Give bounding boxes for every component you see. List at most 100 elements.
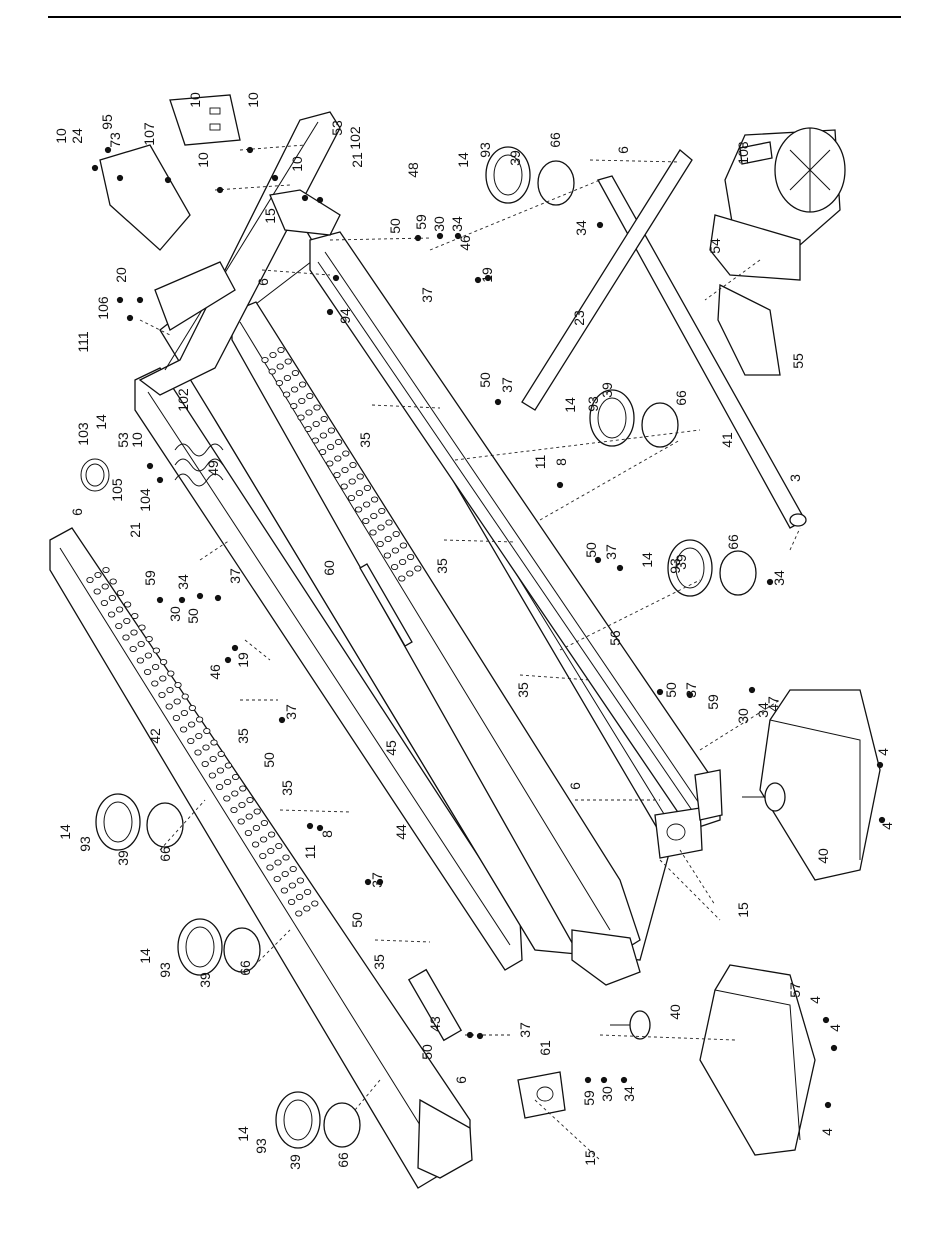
callout-53-2: 53 xyxy=(115,432,131,448)
platform-hole xyxy=(115,622,123,630)
platform-hole xyxy=(179,726,188,733)
callout-40-2: 40 xyxy=(667,1004,683,1020)
platform-hole xyxy=(274,859,282,866)
platform-hole xyxy=(342,450,350,457)
platform-hole xyxy=(295,910,303,917)
platform-hole xyxy=(298,381,307,388)
motor-hood-plate xyxy=(99,94,241,251)
callout-108-1: 108 xyxy=(735,141,751,165)
platform-hole xyxy=(261,356,269,364)
callout-93-1: 93 xyxy=(477,142,493,158)
callout-37-3: 37 xyxy=(603,544,619,560)
platform-hole xyxy=(138,624,146,631)
callout-66-6: 66 xyxy=(335,1152,351,1168)
platform-hole xyxy=(144,652,153,659)
screw-fastener xyxy=(436,232,444,240)
callout-93-5: 93 xyxy=(157,962,173,978)
platform-hole xyxy=(326,443,335,451)
platform-hole xyxy=(384,535,392,543)
left-rail-platform xyxy=(49,527,473,1189)
callout-73-1: 73 xyxy=(107,132,123,148)
callout-111-1: 111 xyxy=(75,331,91,352)
platform-hole xyxy=(378,507,386,515)
platform-hole xyxy=(283,374,292,382)
screw-fastener xyxy=(214,594,222,602)
callout-15-2: 15 xyxy=(735,902,751,918)
callout-6-1: 6 xyxy=(69,508,85,516)
platform-hole xyxy=(333,471,341,479)
callout-55-1: 55 xyxy=(790,353,806,369)
screw-fastener xyxy=(301,194,309,202)
callout-4-2: 4 xyxy=(879,822,895,830)
platform-hole xyxy=(244,829,253,837)
roller-group-right-3 xyxy=(667,539,757,597)
callout-30-2: 30 xyxy=(167,606,183,622)
callout-105-1: 105 xyxy=(109,478,125,502)
callout-93-2: 93 xyxy=(585,396,601,412)
platform-hole xyxy=(290,402,298,410)
platform-hole xyxy=(166,686,174,694)
platform-hole xyxy=(158,691,166,699)
callout-42-1: 42 xyxy=(147,728,163,744)
callout-46-2: 46 xyxy=(207,664,223,680)
platform-hole xyxy=(280,887,289,894)
callout-95-1: 95 xyxy=(99,114,115,130)
callout-14-1: 14 xyxy=(93,414,109,430)
platform-hole xyxy=(349,461,357,469)
callout-35-3: 35 xyxy=(515,682,531,698)
platform-hole xyxy=(347,494,356,502)
callout-66-1: 66 xyxy=(547,132,563,148)
callout-4-3: 4 xyxy=(807,996,823,1004)
roller-group-left-2 xyxy=(177,918,261,976)
callout-102-2: 102 xyxy=(175,388,191,412)
warning-decal xyxy=(407,968,463,1042)
header-rule xyxy=(48,16,901,18)
screw-fastener xyxy=(878,816,886,824)
callout-10-3: 10 xyxy=(245,92,261,108)
callout-39-4: 39 xyxy=(115,850,131,866)
platform-hole xyxy=(216,767,225,774)
platform-hole xyxy=(391,547,400,554)
callout-4-1: 4 xyxy=(875,748,891,756)
platform-hole xyxy=(267,847,275,855)
platform-hole xyxy=(245,813,253,820)
platform-hole xyxy=(173,698,181,705)
platform-hole xyxy=(355,489,364,497)
callout-10-5: 10 xyxy=(289,156,305,172)
platform-hole xyxy=(269,351,277,359)
callout-44-1: 44 xyxy=(393,824,409,840)
platform-hole xyxy=(131,612,139,620)
screw-fastener xyxy=(376,878,384,886)
callout-93-6: 93 xyxy=(253,1138,269,1154)
platform-hole xyxy=(123,601,132,608)
callout-37-4: 37 xyxy=(683,682,699,698)
screw-fastener xyxy=(594,556,602,564)
platform-hole xyxy=(327,427,336,434)
platform-hole xyxy=(341,466,349,474)
platform-hole xyxy=(129,645,137,653)
callout-39-6: 39 xyxy=(287,1154,303,1170)
callout-50-4: 50 xyxy=(663,682,679,698)
platform-hole xyxy=(287,898,296,906)
platform-hole xyxy=(152,647,161,654)
platform-hole xyxy=(239,785,247,792)
platform-hole xyxy=(268,368,276,375)
screw-fastener xyxy=(271,174,279,182)
platform-hole xyxy=(282,391,291,398)
callout-47-1: 47 xyxy=(765,696,781,712)
platform-hole xyxy=(181,693,189,700)
platform-hole xyxy=(289,865,297,873)
roller-group-left-1 xyxy=(95,793,184,851)
roller-group-left-3 xyxy=(275,1091,361,1149)
platform-hole xyxy=(230,806,238,814)
right-rear-cover xyxy=(759,689,881,881)
screw-fastener xyxy=(164,176,172,184)
callout-6-4: 6 xyxy=(567,782,583,790)
platform-hole xyxy=(354,506,363,513)
platform-hole xyxy=(284,358,292,365)
screw-fastener xyxy=(494,398,502,406)
platform-hole xyxy=(167,670,175,677)
platform-hole xyxy=(334,438,343,446)
callout-53-1: 53 xyxy=(329,120,345,136)
